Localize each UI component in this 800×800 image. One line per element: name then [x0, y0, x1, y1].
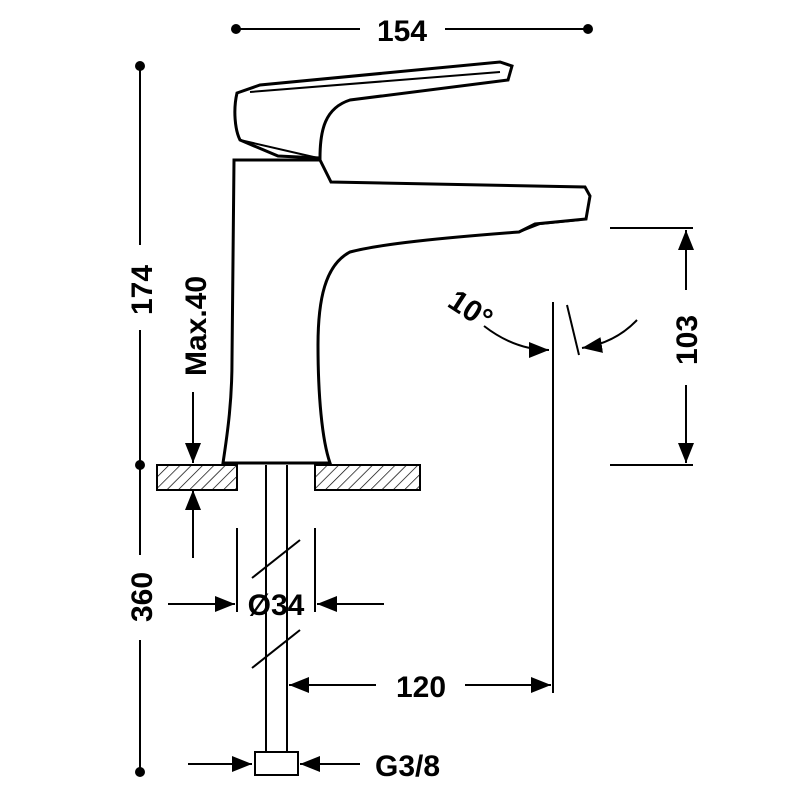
- clearance-dimension: 103: [610, 227, 704, 466]
- thread-dimension: G3/8: [188, 750, 440, 783]
- hose-length-dimension: 360: [126, 465, 159, 777]
- reach-label: 120: [396, 671, 446, 704]
- diameter-label: Ø34: [248, 589, 305, 622]
- hose-length-label: 360: [126, 572, 159, 622]
- max-thickness-label: Max.40: [180, 276, 213, 376]
- width-dimension: 154: [231, 15, 593, 48]
- clearance-label: 103: [671, 315, 704, 365]
- supply-hose: [251, 465, 301, 776]
- reach-dimension: 120: [289, 302, 554, 704]
- height-dimension: 174: [126, 61, 159, 470]
- width-label: 154: [377, 15, 427, 48]
- height-label: 174: [126, 265, 159, 315]
- angle-dimension: 10°: [442, 284, 638, 358]
- base-diameter-dimension: Ø34: [168, 528, 384, 622]
- connector-nut: [254, 751, 299, 776]
- faucet-body: [221, 60, 592, 465]
- countertop: [156, 464, 421, 491]
- thread-label: G3/8: [375, 750, 440, 783]
- angle-label: 10°: [442, 284, 498, 336]
- deck-thickness-dimension: Max.40: [180, 276, 213, 558]
